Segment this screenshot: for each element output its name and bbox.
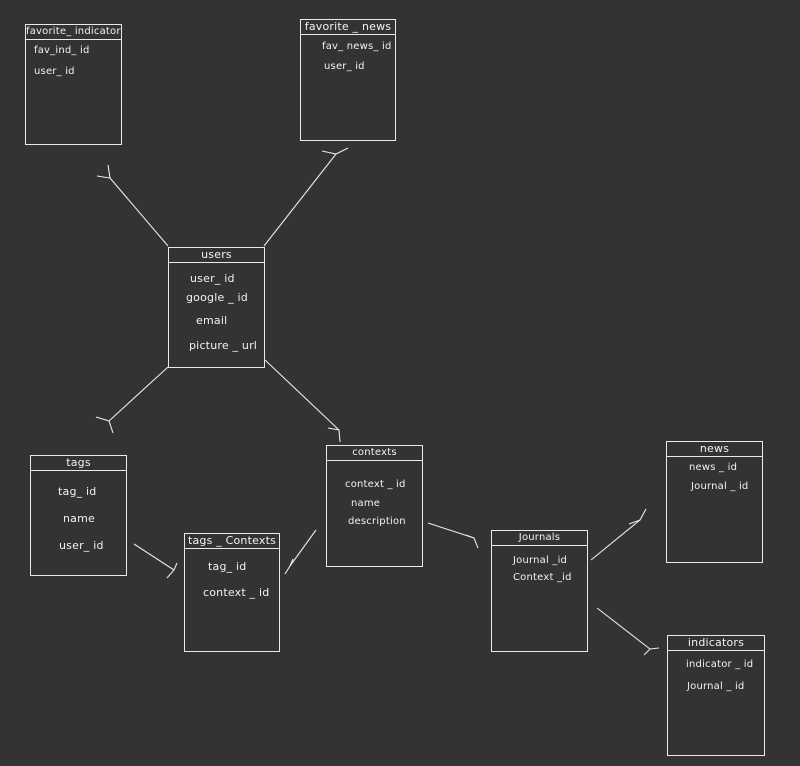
- table-news: news news _ id Journal _ id: [666, 441, 763, 563]
- table-title: favorite_ indicators: [26, 25, 121, 40]
- table-title: news: [667, 442, 762, 457]
- field-name: name: [63, 512, 95, 525]
- relationship-journals-news: [590, 508, 647, 561]
- relationship-users-contexts: [264, 359, 341, 443]
- field-user-id: user_ id: [34, 66, 75, 77]
- relationship-contexts-tags-contexts: [284, 529, 317, 575]
- table-title: tags _ Contexts: [185, 534, 279, 549]
- field-name: name: [351, 498, 381, 509]
- field-google-id: google _ id: [186, 291, 248, 304]
- field-fav-ind-id: fav_ind_ id: [34, 45, 90, 56]
- field-description: description: [348, 516, 406, 527]
- table-title: indicators: [668, 636, 764, 651]
- relationship-users-tags: [95, 366, 169, 434]
- table-tags-contexts: tags _ Contexts tag_ id context _ id: [184, 533, 280, 652]
- field-fav-news-id: fav_ news_ id: [322, 41, 392, 52]
- field-context-id: Context _id: [513, 572, 572, 583]
- table-tags: tags tag_ id name user_ id: [30, 455, 127, 576]
- table-users: users user_ id google _ id email picture…: [168, 247, 265, 368]
- field-news-id: news _ id: [689, 462, 738, 473]
- table-title: favorite _ news: [301, 20, 395, 35]
- field-context-id: context _ id: [203, 586, 270, 599]
- field-journal-id: Journal _id: [513, 555, 568, 566]
- relationship-journals-indicators: [596, 607, 660, 656]
- field-tag-id: tag_ id: [208, 560, 247, 573]
- field-picture-url: picture _ url: [189, 339, 258, 352]
- relationship-contexts-journals: [427, 522, 479, 549]
- table-title: tags: [31, 456, 126, 471]
- table-contexts: contexts context _ id name description: [326, 445, 423, 567]
- field-journal-id: Journal _ id: [691, 481, 749, 492]
- table-favorite-news: favorite _ news fav_ news_ id user_ id: [300, 19, 396, 141]
- field-user-id: user_ id: [59, 539, 104, 552]
- field-journal-id: Journal _ id: [687, 681, 745, 692]
- relationship-tags-tags-contexts: [133, 543, 178, 579]
- field-user-id: user_ id: [324, 61, 365, 72]
- table-title: Journals: [492, 531, 587, 546]
- table-title: users: [169, 248, 264, 263]
- relationship-users-favorite-indicators: [96, 164, 169, 247]
- field-indicator-id: indicator _ id: [686, 659, 754, 670]
- table-journals: Journals Journal _id Context _id: [491, 530, 588, 652]
- field-email: email: [196, 314, 228, 327]
- relationship-users-favorite-news: [263, 147, 349, 247]
- field-user-id: user_ id: [190, 272, 235, 285]
- field-context-id: context _ id: [345, 479, 406, 490]
- table-favorite-indicators: favorite_ indicators fav_ind_ id user_ i…: [25, 24, 122, 145]
- field-tag-id: tag_ id: [58, 485, 97, 498]
- table-indicators: indicators indicator _ id Journal _ id: [667, 635, 765, 756]
- table-title: contexts: [327, 446, 422, 461]
